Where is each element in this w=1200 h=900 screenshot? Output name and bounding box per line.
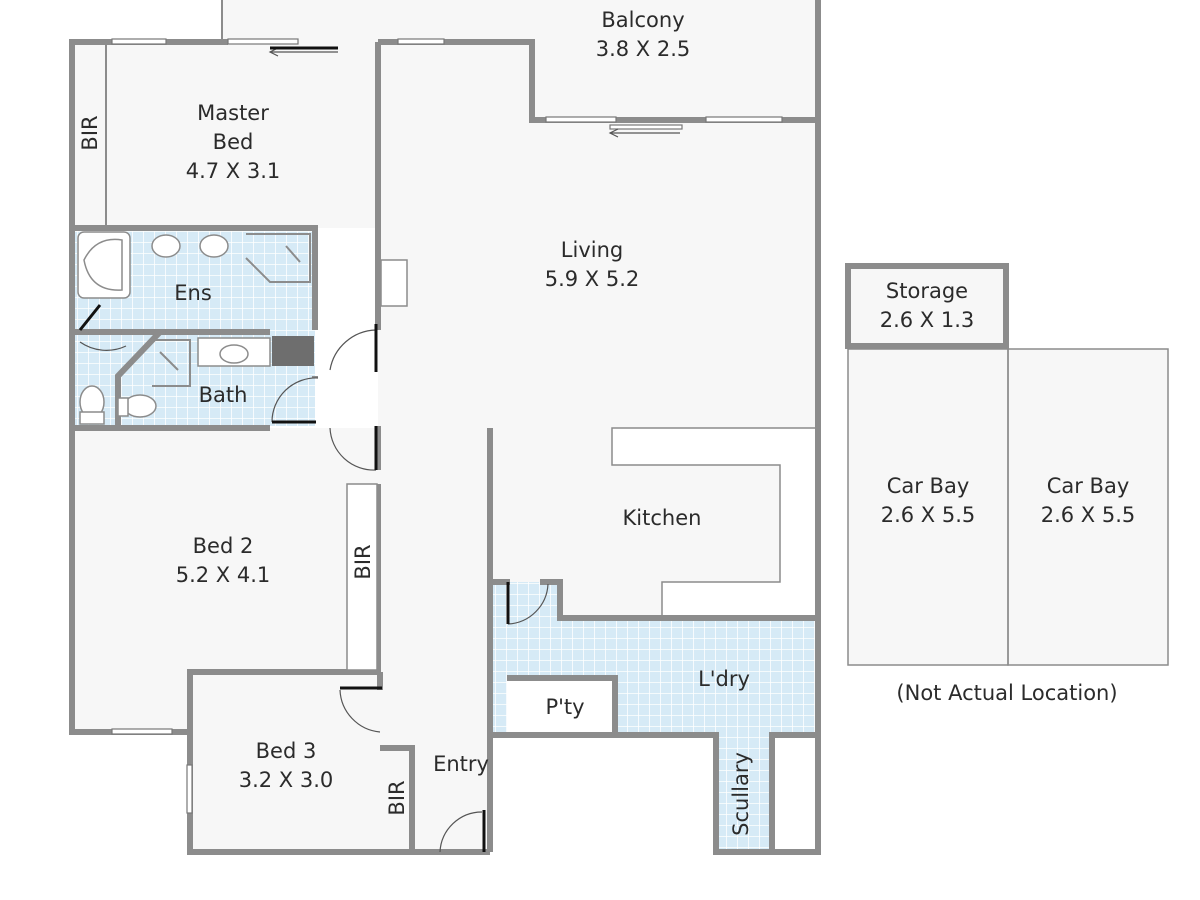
bed2-name: Bed 2	[193, 534, 254, 558]
entry-label: Entry	[433, 752, 489, 776]
car-bay-2-floor	[1008, 349, 1168, 665]
master-bed-floor	[72, 42, 378, 228]
car-bay-1-floor	[848, 349, 1008, 665]
scullery-tiles	[716, 735, 772, 852]
pantry-label: P'ty	[545, 695, 584, 719]
scullery-label: Scullary	[729, 752, 753, 836]
bed2-size: 5.2 X 4.1	[176, 563, 271, 587]
living-name: Living	[561, 238, 623, 262]
storage-size: 2.6 X 1.3	[880, 308, 975, 332]
bed3-floor	[190, 672, 380, 852]
balcony-size: 3.8 X 2.5	[596, 37, 691, 61]
windows	[111, 38, 783, 814]
room-labels: Balcony 3.8 X 2.5 Master Bed 4.7 X 3.1 B…	[78, 8, 1135, 836]
master-bir-label: BIR	[78, 115, 102, 150]
pantry-floor	[507, 678, 615, 735]
bed2-bir-label: BIR	[351, 544, 375, 579]
car-bay-1-size: 2.6 X 5.5	[881, 503, 976, 527]
doors	[78, 304, 549, 853]
ensuite-label: Ens	[174, 281, 212, 305]
parking	[845, 263, 1169, 666]
storage-floor	[848, 266, 1006, 346]
master-bed-name-1: Master	[197, 101, 269, 125]
laundry-label: L'dry	[698, 667, 750, 691]
fixtures	[77, 231, 314, 425]
not-actual-location-note: (Not Actual Location)	[896, 681, 1117, 705]
master-bed-size: 4.7 X 3.1	[186, 159, 281, 183]
car-bay-2-size: 2.6 X 5.5	[1041, 503, 1136, 527]
car-bay-1-name: Car Bay	[887, 474, 970, 498]
living-size: 5.9 X 5.2	[545, 267, 640, 291]
balcony-name: Balcony	[601, 8, 684, 32]
bed3-name: Bed 3	[256, 739, 317, 763]
kitchen-label: Kitchen	[623, 506, 702, 530]
car-bay-2-name: Car Bay	[1047, 474, 1130, 498]
master-bed-name-2: Bed	[213, 130, 254, 154]
storage-name: Storage	[886, 279, 968, 303]
bath-label: Bath	[199, 383, 248, 407]
bed3-size: 3.2 X 3.0	[239, 768, 334, 792]
bed3-bir-label: BIR	[385, 780, 409, 815]
